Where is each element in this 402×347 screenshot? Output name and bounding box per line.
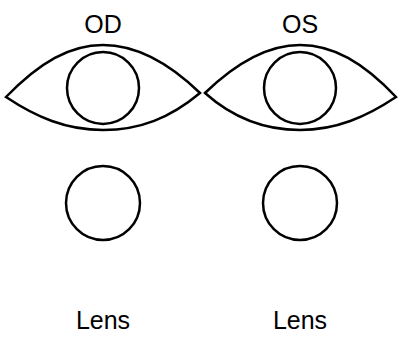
eye-outline [6,45,200,130]
part-label: Lens [273,308,327,333]
iris-circle [67,52,139,124]
eye-label: OS [282,12,318,37]
part-label: Lens [76,308,130,333]
iris-circle [264,52,336,124]
eye-label: OD [84,12,122,37]
lens-circle [263,166,337,240]
eye-outline [205,45,396,130]
lens-circle [66,166,140,240]
